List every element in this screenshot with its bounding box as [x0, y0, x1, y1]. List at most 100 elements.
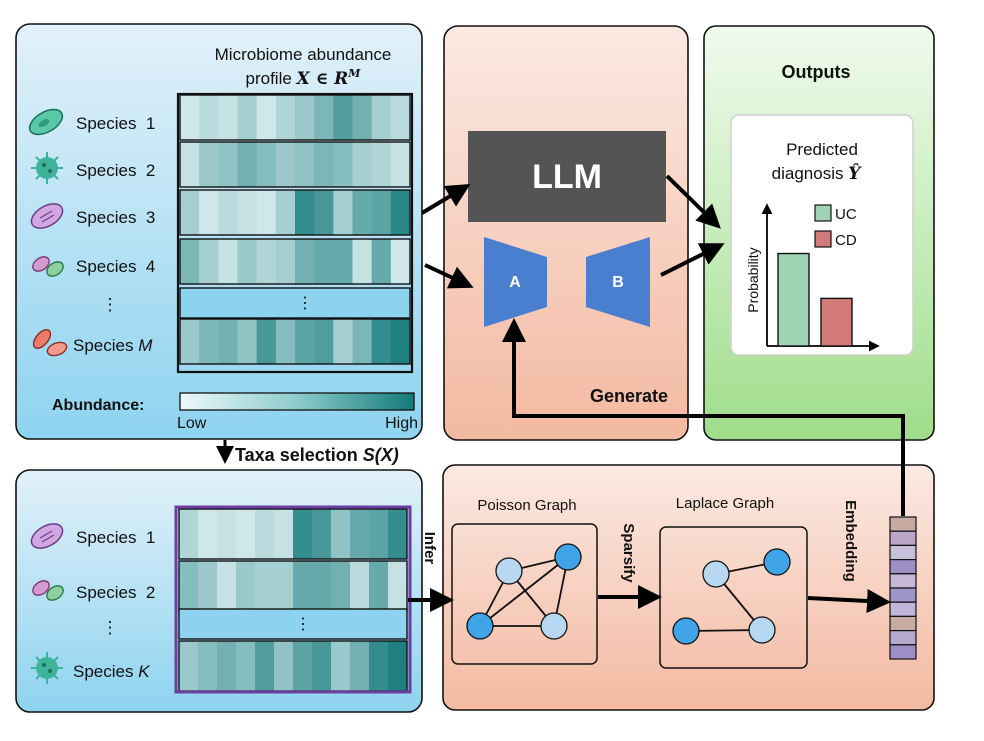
adapter-a-label: A — [509, 274, 521, 291]
heatmap-cell — [180, 239, 200, 284]
species-label-4: Species 4 — [76, 257, 155, 276]
heatmap-cell — [274, 641, 294, 691]
heatmap-cell — [237, 142, 258, 187]
heatmap-cell — [371, 142, 392, 187]
heatmap-cell — [217, 561, 237, 611]
heatmap-cell — [331, 561, 351, 611]
embedding-cell — [889, 644, 917, 660]
heatmap-cell — [218, 319, 238, 364]
abundance-gradient-bar — [179, 392, 415, 411]
embedding-cell — [889, 573, 917, 589]
graph-node — [763, 548, 791, 576]
sparsify-label: Sparsify — [620, 523, 637, 583]
heatmap-cell — [331, 641, 351, 691]
heatmap-cell — [274, 509, 294, 559]
embedding-cell — [889, 544, 917, 561]
graph-node — [672, 617, 700, 645]
adapter-to-output-arrow — [660, 243, 725, 277]
heatmap-cell — [314, 239, 334, 284]
chart-ylabel: Probability — [745, 247, 761, 312]
heatmap-cell — [198, 641, 218, 691]
heatmap-cell — [256, 95, 277, 140]
heatmap-cell — [388, 509, 408, 559]
legend-label-cd: CD — [835, 232, 857, 249]
heatmap-cell — [255, 561, 275, 611]
heatmap-cell — [333, 239, 353, 284]
coccus-pair-icon — [32, 256, 64, 277]
heatmap-cell — [390, 319, 411, 364]
virus-icon — [31, 652, 63, 684]
heatmap-row — [179, 318, 411, 365]
heatmap-cell — [295, 142, 315, 187]
heatmap-cell — [352, 142, 373, 187]
heatmap-cell — [388, 561, 408, 611]
embedding-cell — [889, 615, 917, 632]
heatmap-cell — [331, 509, 351, 559]
bacillus-icon — [28, 108, 64, 136]
heatmap-cell — [217, 509, 237, 559]
selected-species-label-1: Species 1 — [76, 528, 155, 547]
heatmap-cell — [179, 509, 199, 559]
heatmap-cell — [256, 142, 277, 187]
chart-legend: UC CD — [814, 204, 857, 249]
heatmap-cell — [236, 561, 256, 611]
graph-node — [540, 612, 568, 640]
abundance-title-line2: profile X ∈ RM — [246, 67, 362, 89]
heatmap-cell — [275, 319, 296, 364]
heatmap-cell — [390, 190, 411, 235]
red-bacteria-icon — [32, 329, 68, 357]
heatmap-ellipsis: ⋮ — [297, 295, 313, 312]
heatmap-cell — [352, 95, 373, 140]
heatmap-cell — [295, 190, 315, 235]
heatmap-cell — [350, 509, 370, 559]
heatmap-to-llm-arrow — [420, 183, 471, 215]
taxa-selection-label: Taxa selection S(X) — [235, 445, 399, 465]
legend-high-label: High — [385, 415, 418, 432]
graph-node — [748, 616, 776, 644]
abundance-panel: Microbiome abundance profile X ∈ RM — [15, 23, 423, 440]
heatmap-cell — [371, 239, 392, 284]
heatmap-cell — [390, 239, 411, 284]
heatmap-cell — [236, 641, 256, 691]
legend-label-uc: UC — [835, 206, 857, 223]
heatmap-cell — [295, 95, 315, 140]
heatmap-cell — [217, 641, 237, 691]
species-label-1: Species 1 — [76, 114, 155, 133]
heatmap-cell — [237, 190, 258, 235]
heatmap-cell — [198, 561, 218, 611]
selected-species-ellipsis: ⋮ — [102, 618, 119, 637]
heatmap-cell — [333, 190, 353, 235]
llm-box — [468, 131, 666, 222]
adapter-b — [586, 237, 650, 327]
heatmap-cell — [218, 190, 238, 235]
heatmap-cell — [314, 190, 334, 235]
heatmap-cell — [352, 239, 373, 284]
heatmap-cell — [237, 239, 258, 284]
chart-title-line1: Predicted — [786, 140, 858, 159]
bar-uc — [777, 252, 810, 347]
heatmap-cell — [371, 95, 392, 140]
heatmap-cell — [312, 641, 332, 691]
heatmap-cell — [388, 641, 408, 691]
llm-label: LLM — [532, 158, 602, 196]
species-label-m: Species M — [73, 336, 153, 355]
heatmap-cell — [237, 319, 258, 364]
adapter-a — [484, 237, 547, 327]
heatmap-to-adapter-arrow — [424, 263, 474, 289]
heatmap-cell — [312, 509, 332, 559]
heatmap-ellipsis-row — [179, 287, 411, 319]
virus-icon — [31, 152, 63, 184]
heatmap-cell — [199, 319, 219, 364]
prediction-bar-chart: Probability — [745, 203, 880, 352]
heatmap-cell — [312, 561, 332, 611]
heatmap-cell — [371, 190, 392, 235]
heatmap-cell — [199, 239, 219, 284]
abundance-heatmap — [179, 94, 411, 365]
heatmap-cell — [369, 561, 389, 611]
heatmap-cell — [180, 319, 200, 364]
heatmap-cell — [236, 509, 256, 559]
heatmap-cell — [199, 95, 219, 140]
heatmap-cell — [255, 641, 275, 691]
selected-species-label-k: Species K — [73, 662, 150, 681]
